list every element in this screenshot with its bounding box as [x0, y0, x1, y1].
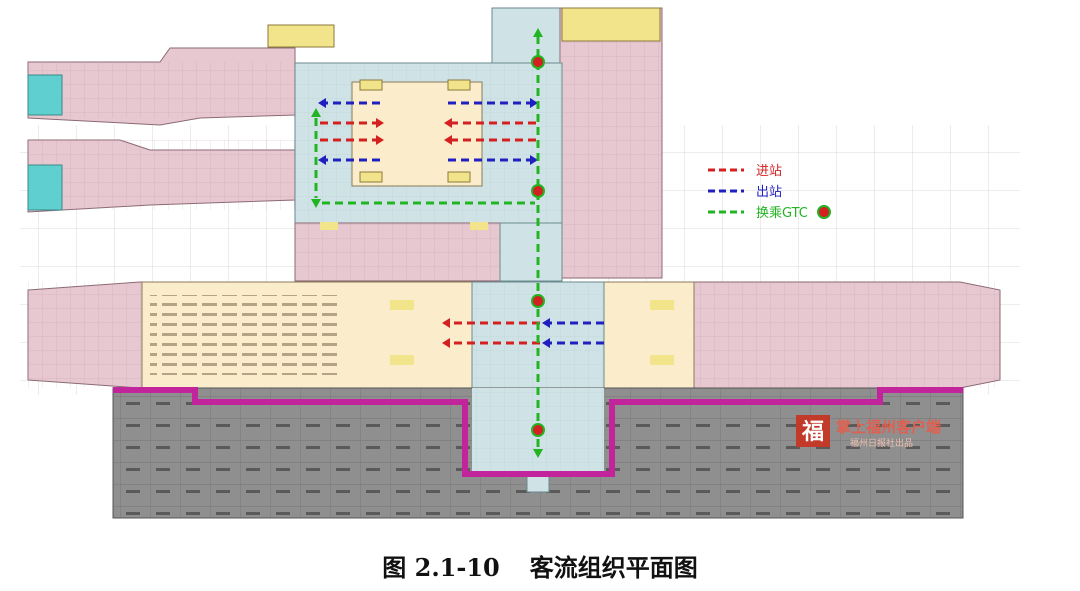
outbound-arrowheads — [318, 98, 550, 348]
stair-block — [447, 79, 471, 91]
legend-inbound-label: 进站 — [756, 164, 782, 179]
legend-gtc-node-icon — [817, 205, 831, 219]
central-hall — [351, 81, 483, 187]
mid-corridor — [499, 222, 563, 282]
gtc-node — [531, 184, 545, 198]
transfer-flow — [314, 36, 540, 448]
inbound-arrowheads — [376, 118, 452, 348]
transfer-arrowheads — [311, 28, 543, 458]
waiting-area-east — [603, 281, 695, 389]
left-upper-wing — [27, 47, 296, 126]
stair-block — [447, 171, 471, 183]
legend-outbound-label: 出站 — [756, 185, 782, 200]
left-middle-wing — [27, 139, 296, 213]
legend-transfer-label: 换乘GTC — [756, 206, 808, 221]
stair-block — [561, 7, 661, 42]
stair-block — [267, 24, 335, 48]
watermark-logo-icon — [796, 415, 830, 447]
cyan-room — [27, 74, 63, 116]
watermark-title: 掌上福州客户端 — [836, 418, 941, 436]
stair-block — [390, 300, 414, 310]
figure-caption: 图 2.1-10 客流组织平面图 — [0, 548, 1080, 583]
floor-plan: 进站 出站 换乘GTC 福 掌上福州客户端 福州日报社出品 — [20, 7, 1020, 519]
figure-title: 客流组织平面图 — [529, 553, 698, 582]
watermark: 福 掌上福州客户端 福州日报社出品 — [796, 415, 941, 449]
stair-block — [390, 355, 414, 365]
stair-block — [470, 222, 488, 230]
stair-block — [359, 171, 383, 183]
figure-number: 图 2.1-10 — [382, 553, 500, 582]
inbound-flow — [320, 121, 540, 345]
stair-block — [650, 300, 674, 310]
outbound-flow — [324, 101, 604, 345]
gtc-node — [531, 423, 545, 437]
watermark-logo-glyph: 福 — [801, 420, 824, 445]
north-corridor — [491, 7, 563, 64]
gtc-node — [531, 55, 545, 69]
gtc-nodes — [531, 55, 545, 437]
stair-block — [320, 222, 338, 230]
stair-block — [359, 79, 383, 91]
boundary-line — [113, 387, 963, 477]
watermark-subtitle: 福州日报社出品 — [850, 437, 913, 449]
stair-block — [650, 355, 674, 365]
main-hall — [27, 281, 1001, 389]
legend: 进站 出站 换乘GTC — [708, 164, 831, 221]
cyan-room — [27, 164, 63, 211]
gtc-node — [531, 294, 545, 308]
